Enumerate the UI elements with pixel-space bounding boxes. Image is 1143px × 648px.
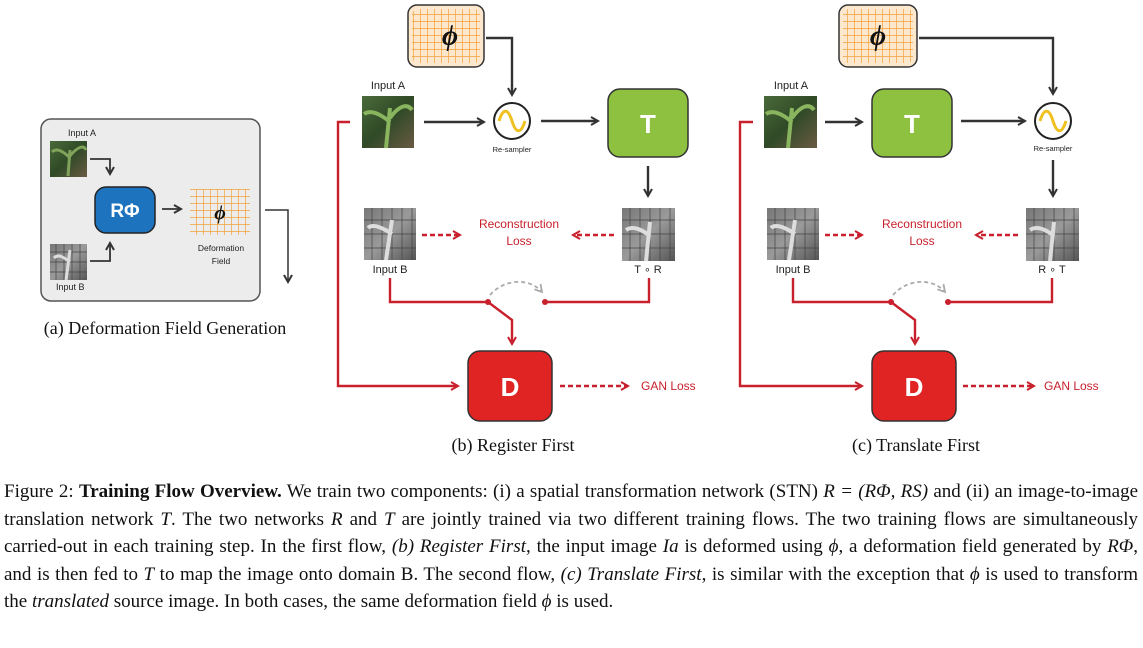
caption-s6-phi: ϕ — [828, 536, 839, 557]
panel-c-caption: (c) Translate First — [852, 435, 980, 456]
panel-a-deformation-field — [190, 189, 250, 235]
panel-c: ϕ Input A T Re-sampler R ∘ T Input B — [738, 4, 1099, 456]
panel-a-input-a-label: Input A — [68, 128, 96, 138]
panel-c-gan-loss: GAN Loss — [1044, 379, 1099, 393]
switch-c-right-node — [945, 299, 951, 305]
panel-c-input-a-label: Input A — [774, 80, 809, 92]
panel-b-loss-line2: Loss — [506, 234, 531, 248]
panel-c-T-block — [871, 88, 953, 158]
panel-b-resampler-icon — [493, 102, 531, 140]
rphi-network-block — [94, 186, 156, 234]
caption-s10: , is similar with the exception that — [701, 563, 970, 585]
panel-c-D-label: D — [905, 372, 924, 402]
caption-s3-R: R — [331, 508, 343, 530]
caption-s6: is deformed using — [678, 536, 829, 557]
panel-c-loss-line2: Loss — [909, 234, 934, 248]
caption-s11: is used to transform the — [4, 563, 1139, 613]
caption-s7: , a deformation field generated by — [838, 536, 1108, 557]
figure-caption: Figure 2: Training Flow Overview. We tra… — [4, 478, 1138, 616]
panel-c-D-block — [871, 350, 957, 422]
arrow-input-b-to-rphi — [90, 243, 110, 262]
panel-c-phi-symbol: ϕ — [870, 21, 886, 52]
panel-b-input-b-label: Input B — [373, 264, 408, 276]
panel-b-gan-loss: GAN Loss — [641, 379, 696, 393]
caption-s1-math: R = (RΦ, RS) — [823, 481, 929, 502]
caption-s8: , and is then fed to — [4, 536, 1139, 585]
arrow-c-input-a-to-D — [738, 120, 862, 386]
line-b-output-to-switch — [545, 278, 651, 304]
caption-s2-T: T — [160, 508, 171, 530]
panel-b-input-b-image — [364, 208, 416, 261]
caption-s5: , the input image — [526, 536, 663, 557]
panel-b-T-label: T — [640, 109, 656, 139]
caption-s9: to map the image onto domain B. The seco… — [154, 563, 561, 585]
panel-c-input-b-label: Input B — [776, 264, 811, 276]
line-c-input-b-to-switch — [791, 278, 891, 304]
arrow-b-switch-to-D — [487, 301, 512, 344]
panel-a-phi-symbol: ϕ — [214, 202, 226, 224]
panel-a-caption: (a) Deformation Field Generation — [44, 318, 286, 339]
field-label-line1: Deformation — [198, 243, 245, 253]
caption-s1: We train two components: (i) a spatial t… — [286, 481, 824, 502]
arrow-c-switch-to-D — [890, 301, 915, 344]
caption-s12: source image. In both cases, the same de… — [109, 591, 542, 612]
caption-flow1: (b) Register First — [391, 536, 526, 557]
panel-b-phi-symbol: ϕ — [442, 21, 458, 52]
panel-a: Input A Input B RΦ ϕ Deformation Field (… — [40, 118, 288, 339]
panel-b: ϕ Input A Re-sampler T T ∘ R Input B — [336, 4, 696, 456]
arrow-b-input-a-to-D — [336, 120, 458, 386]
panel-b-output-image — [622, 208, 675, 262]
panel-b-input-a-image — [362, 96, 414, 149]
panel-c-input-b-image — [767, 208, 819, 261]
panel-b-loss-line1: Reconstruction — [479, 217, 559, 231]
panel-c-loss-line1: Reconstruction — [882, 217, 962, 231]
field-label-line2: Field — [212, 256, 231, 266]
caption-flow2: (c) Translate First — [560, 563, 702, 585]
panel-a-input-b-image — [50, 244, 87, 281]
caption-s8-T: T — [143, 563, 155, 585]
caption-s2: and (ii) an image-to-image translation n… — [4, 481, 1139, 530]
panel-a-input-b-label: Input B — [56, 282, 85, 292]
arrow-field-out — [265, 209, 288, 282]
panel-b-deformation-field — [407, 4, 485, 68]
caption-s3: . The two networks — [171, 508, 332, 530]
line-c-output-to-switch — [948, 278, 1054, 304]
rphi-label: RΦ — [110, 201, 140, 222]
panel-b-resampler-label: Re-sampler — [493, 145, 532, 154]
panel-c-T-label: T — [904, 109, 920, 139]
panel-b-composite-label: T ∘ R — [634, 264, 662, 276]
caption-s7-RPhi: RΦ — [1107, 536, 1134, 557]
caption-label: Figure 2: — [4, 481, 74, 502]
training-flow-figure: Input A Input B RΦ ϕ Deformation Field (… — [40, 4, 1099, 456]
caption-s13: is used. — [551, 591, 614, 612]
caption-s5-Ia: Ia — [662, 536, 679, 557]
caption-title: Training Flow Overview. — [78, 481, 282, 502]
caption-s4: are jointly trained via two different tr… — [4, 508, 1138, 558]
caption-s10-phi: ϕ — [969, 563, 980, 585]
switch-c-arc — [892, 280, 947, 296]
panel-b-D-block — [467, 350, 553, 422]
caption-s11-translated: translated — [31, 591, 110, 612]
panel-c-resampler-label: Re-sampler — [1034, 144, 1073, 153]
panel-c-resampler-icon — [1034, 102, 1072, 140]
arrow-input-a-to-rphi — [90, 158, 110, 174]
line-b-input-b-to-switch — [388, 278, 488, 304]
arrow-b-field-to-resampler — [486, 36, 512, 95]
caption-s3-and: and — [342, 508, 385, 530]
panel-b-caption: (b) Register First — [452, 435, 575, 456]
panel-c-input-a-image — [764, 96, 817, 149]
panel-b-T-block — [607, 88, 689, 158]
panel-a-input-a-image — [50, 141, 88, 177]
panel-c-composite-label: R ∘ T — [1038, 264, 1066, 276]
switch-b-arc — [489, 280, 544, 296]
panel-c-output-image — [1026, 208, 1079, 262]
caption-s12-phi: ϕ — [541, 591, 552, 612]
panel-b-input-a-label: Input A — [371, 80, 406, 92]
switch-b-right-node — [542, 299, 548, 305]
caption-s3-T: T — [384, 508, 395, 530]
arrow-c-field-to-resampler — [919, 36, 1053, 94]
panel-b-D-label: D — [501, 372, 520, 402]
panel-c-deformation-field — [838, 4, 918, 68]
